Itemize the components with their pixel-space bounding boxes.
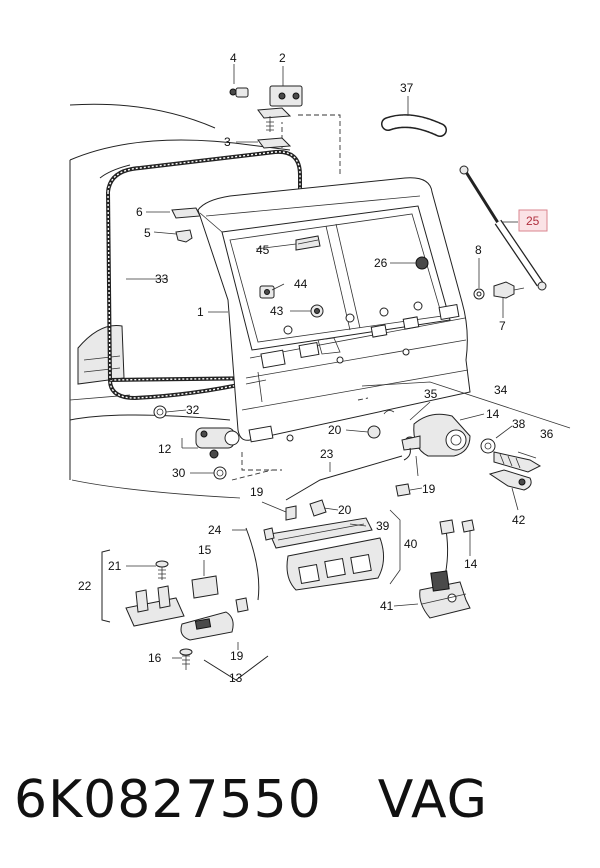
callout-38[interactable]: 38 (512, 417, 526, 431)
callout-26[interactable]: 26 (374, 256, 388, 270)
gas-strut-25 (459, 165, 547, 300)
callout-24[interactable]: 24 (208, 523, 222, 537)
callout-12[interactable]: 12 (158, 442, 172, 456)
callout-39[interactable]: 39 (376, 519, 390, 533)
callout-1[interactable]: 1 (197, 305, 204, 319)
parts-5-6 (171, 207, 223, 243)
brand-name: VAG (377, 770, 488, 830)
exploded-parts-diagram: 1 2 3 4 5 6 7 8 12 13 14 14 15 16 19 19 … (69, 51, 571, 685)
callout-2[interactable]: 2 (279, 51, 286, 65)
callout-33[interactable]: 33 (155, 272, 169, 286)
callout-22[interactable]: 22 (78, 579, 92, 593)
callout-4[interactable]: 4 (230, 51, 237, 65)
callout-14-top[interactable]: 14 (486, 407, 500, 421)
hinge-assembly (229, 85, 303, 149)
lock-cylinder-12 (153, 405, 240, 480)
part-footer: 6K0827550 VAG (14, 760, 594, 840)
callout-43[interactable]: 43 (270, 304, 284, 318)
vehicle-body-outline (69, 103, 341, 499)
callout-41[interactable]: 41 (380, 599, 394, 613)
callout-6[interactable]: 6 (136, 205, 143, 219)
part-number: 6K0827550 (14, 770, 322, 830)
callout-30[interactable]: 30 (172, 466, 186, 480)
callout-19-bottom[interactable]: 19 (230, 649, 244, 663)
callout-19-right[interactable]: 19 (422, 482, 436, 496)
striker-assembly-22 (101, 549, 269, 681)
callout-37[interactable]: 37 (400, 81, 414, 95)
callout-40[interactable]: 40 (404, 537, 418, 551)
callout-44[interactable]: 44 (294, 277, 308, 291)
wiring-grommet-37 (381, 114, 447, 137)
release-rod-23 (285, 425, 411, 521)
callout-21[interactable]: 21 (108, 559, 122, 573)
callout-7[interactable]: 7 (499, 319, 506, 333)
callout-25[interactable]: 25 (526, 214, 540, 228)
callout-45[interactable]: 45 (256, 243, 270, 257)
callout-3[interactable]: 3 (224, 135, 231, 149)
handle-switch-39-40 (269, 509, 401, 591)
cable-24 (235, 527, 275, 613)
callout-23[interactable]: 23 (320, 447, 334, 461)
callout-5[interactable]: 5 (144, 226, 151, 240)
callout-34[interactable]: 34 (494, 383, 508, 397)
callout-35[interactable]: 35 (424, 387, 438, 401)
callout-42[interactable]: 42 (512, 513, 526, 527)
callout-8[interactable]: 8 (475, 243, 482, 257)
tailgate-panel (197, 177, 471, 481)
leader-lines (126, 64, 537, 659)
callout-19-center[interactable]: 19 (250, 485, 264, 499)
callout-16[interactable]: 16 (148, 651, 162, 665)
callout-13[interactable]: 13 (229, 671, 243, 685)
handle-lock-assembly (361, 381, 571, 491)
lock-latch-41 (419, 519, 475, 619)
callout-15[interactable]: 15 (198, 543, 212, 557)
callout-20-left[interactable]: 20 (328, 423, 342, 437)
callout-20-center[interactable]: 20 (338, 503, 352, 517)
callout-36[interactable]: 36 (540, 427, 554, 441)
callout-32[interactable]: 32 (186, 403, 200, 417)
callout-14-right[interactable]: 14 (464, 557, 478, 571)
callout-labels: 1 2 3 4 5 6 7 8 12 13 14 14 15 16 19 19 … (78, 51, 554, 685)
callout-25-highlight[interactable]: 25 (518, 209, 548, 232)
